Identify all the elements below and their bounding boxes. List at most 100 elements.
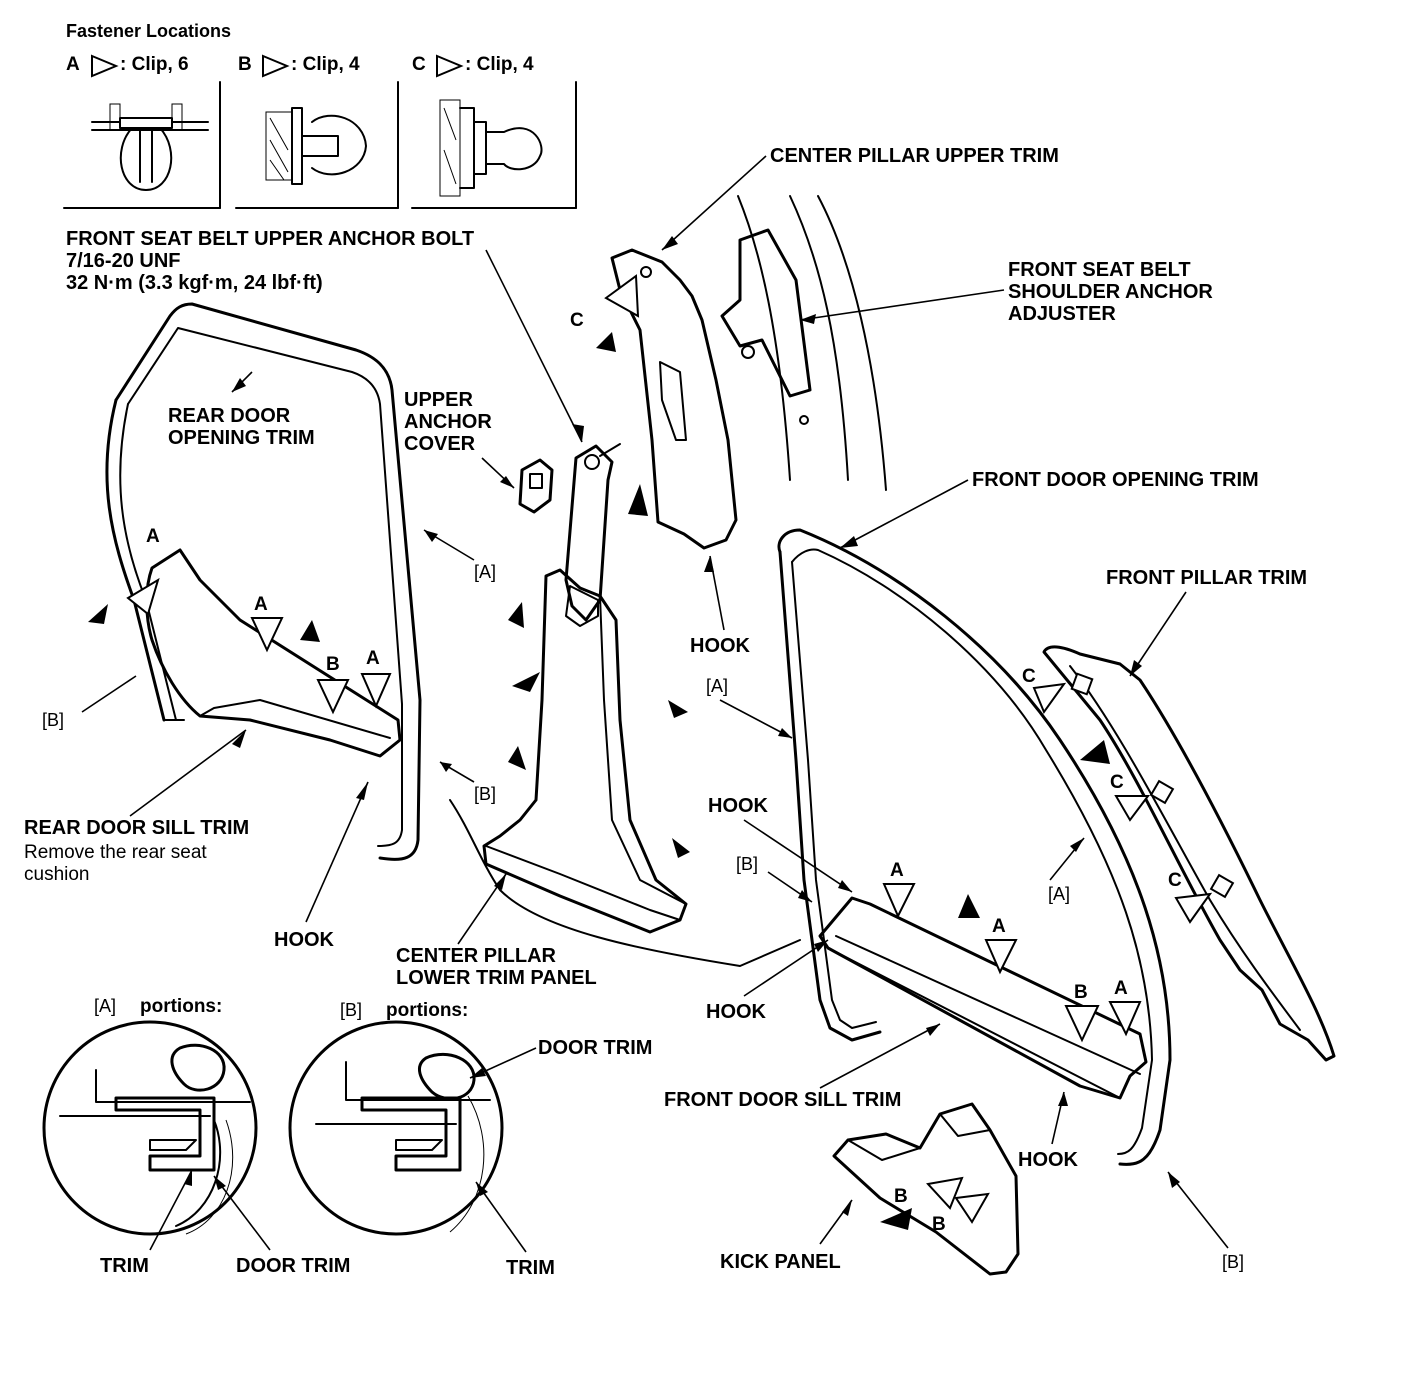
shoulder-adjuster-label-2: SHOULDER ANCHOR [1008, 281, 1213, 303]
front-sill-clip-a2-letter: A [992, 916, 1006, 937]
rear-door-opening-trim: REAR DOOR OPENING TRIM [105, 302, 422, 861]
fastener-b-letter: B [238, 54, 252, 75]
upper-anchor-cover: UPPER ANCHOR COVER [404, 389, 554, 514]
clip-b-triangle-icon [262, 54, 290, 78]
b-portions-detail: [B] portions: DOOR TRIM TRIM [288, 1000, 652, 1279]
front-pillar-clip-c2-letter: C [1110, 772, 1124, 793]
front-door-opening-trim: FRONT DOOR OPENING TRIM [A] [A] [B] [706, 469, 1259, 1272]
lower-panel-arrow-1-icon [508, 602, 524, 628]
upper-trim-clip-c-letter: C [570, 310, 584, 331]
front-sill-clip-b [1064, 1005, 1100, 1043]
bolt-callout-line-2: 7/16-20 UNF [66, 250, 181, 272]
front-pillar-clip-c1-letter: C [1022, 666, 1036, 687]
upper-trim-clip-c [604, 274, 640, 318]
kick-panel-removal-arrow-icon [880, 1208, 912, 1230]
fastener-c-letter: C [412, 54, 426, 75]
front-sill-hook-label: HOOK [1018, 1149, 1079, 1171]
rear-sill-clip-a2 [250, 617, 284, 653]
shoulder-adjuster-label-3: ADJUSTER [1008, 303, 1116, 325]
clip-c-detail-icon [439, 99, 543, 197]
rear-sill-clip-b-letter: B [326, 654, 340, 675]
rear-opening-callouts: [A] [B] [423, 529, 496, 804]
rear-sill-up-arrow-icon [300, 620, 320, 642]
center-pillar-upper-trim: C CENTER PILLAR UPPER TRIM [570, 145, 1059, 550]
upper-anchor-cover-label-3: COVER [404, 433, 476, 455]
front-door-sill-trim: A A B A HOOK [B] HOOK FRONT DOOR SILL TR… [664, 795, 1148, 1171]
rear-door-sill-trim-label: REAR DOOR SILL TRIM [24, 817, 249, 839]
center-pillar-lower-label-1: CENTER PILLAR [396, 945, 557, 967]
upper-hook: HOOK [690, 555, 751, 657]
front-sill-up-arrow-icon [958, 894, 980, 918]
kick-panel-label: KICK PANEL [720, 1251, 841, 1273]
fastener-a-text: : Clip, 6 [120, 54, 189, 75]
clip-c-triangle-icon [436, 54, 464, 78]
front-hook-lower-label: HOOK [706, 1001, 767, 1023]
upper-anchor-cover-label-1: UPPER [404, 389, 473, 411]
kick-panel-clip-b1-letter: B [894, 1186, 908, 1207]
rear-door-opening-trim-label-1: REAR DOOR [168, 405, 291, 427]
a-portions-door-trim-label: DOOR TRIM [236, 1255, 350, 1277]
upper-hook-label: HOOK [690, 635, 751, 657]
front-door-opening-trim-label: FRONT DOOR OPENING TRIM [972, 469, 1259, 491]
kick-panel-clip-b2-letter: B [932, 1214, 946, 1235]
rear-b-bracket: [B] [42, 710, 64, 730]
shoulder-anchor-adjuster: FRONT SEAT BELT SHOULDER ANCHOR ADJUSTER [720, 195, 1213, 491]
b-portions-trim-label: TRIM [506, 1257, 555, 1279]
a-portions-trim-label: TRIM [100, 1255, 149, 1277]
front-sill-clip-a3 [1108, 1001, 1142, 1037]
rear-sill-clip-a1 [126, 577, 160, 616]
rear-sill-removal-arrow-icon [88, 604, 108, 624]
a-portions-label: portions: [140, 996, 222, 1017]
rear-door-sill-note-1: Remove the rear seat [24, 842, 207, 863]
front-sill-clip-a1-letter: A [890, 860, 904, 881]
front-pillar-clip-c3-letter: C [1168, 870, 1182, 891]
rear-door-sill-trim: A A B A REAR DOOR SILL TRIM Remove the r… [24, 526, 402, 951]
bolt-callout-line-1: FRONT SEAT BELT UPPER ANCHOR BOLT [66, 228, 474, 250]
a-portions-detail: [A] portions: TRIM DOOR TRIM [42, 996, 350, 1277]
fastener-a-letter: A [66, 54, 80, 75]
a-portions-bracket: [A] [94, 996, 116, 1016]
belt-up-arrow-icon [628, 484, 648, 516]
front-sill-clip-a1 [882, 883, 916, 919]
b-portions-label: portions: [386, 1000, 468, 1021]
rear-hook-label: HOOK [274, 929, 335, 951]
front-pillar-trim: C C C FRONT PILLAR TRIM [1022, 567, 1336, 1062]
front-sill-clip-a3-letter: A [1114, 978, 1128, 999]
kick-panel-clip-b1 [926, 1176, 964, 1210]
front-a2-bracket: [A] [1048, 884, 1070, 904]
lower-panel-arrow-2-icon [512, 672, 540, 692]
fastener-locations-title: Fastener Locations [66, 21, 231, 41]
clip-b-detail-icon [265, 107, 367, 185]
seat-belt-anchor [564, 443, 648, 627]
b-portions-door-trim-label: DOOR TRIM [538, 1037, 652, 1059]
lower-panel-arrow-4-icon [668, 700, 688, 718]
front-pillar-removal-arrow-icon [1080, 740, 1110, 764]
front-door-sill-trim-label: FRONT DOOR SILL TRIM [664, 1089, 901, 1111]
upper-anchor-cover-label-2: ANCHOR [404, 411, 492, 433]
center-pillar-lower-label-2: LOWER TRIM PANEL [396, 967, 597, 989]
lower-panel-arrow-3-icon [508, 746, 526, 770]
upper-trim-removal-arrow-icon [596, 332, 616, 352]
b-portions-bracket: [B] [340, 1000, 362, 1020]
center-pillar-upper-trim-label: CENTER PILLAR UPPER TRIM [770, 145, 1059, 167]
rear-sill-clip-a3 [360, 673, 392, 709]
center-pillar-lower-trim-panel: CENTER PILLAR LOWER TRIM PANEL [396, 568, 801, 989]
front-pillar-clip-c1 [1032, 682, 1067, 715]
rear-door-sill-note-2: cushion [24, 864, 90, 885]
front-hook-upper-label: HOOK [708, 795, 769, 817]
front-b-bracket: [B] [1222, 1252, 1244, 1272]
fastener-c-text: : Clip, 4 [465, 54, 534, 75]
clip-a-detail-icon [91, 103, 209, 191]
front-sill-clip-a2 [984, 939, 1018, 975]
front-b2-bracket: [B] [736, 854, 758, 874]
front-a-bracket: [A] [706, 676, 728, 696]
rear-sill-clip-b [316, 679, 350, 715]
bolt-callout: FRONT SEAT BELT UPPER ANCHOR BOLT 7/16-2… [66, 228, 584, 443]
rear-door-opening-trim-label-2: OPENING TRIM [168, 427, 315, 449]
front-pillar-clip-c3 [1174, 892, 1213, 924]
rear-a-bracket: [A] [474, 562, 496, 582]
lower-panel-arrow-5-icon [672, 838, 690, 858]
kick-panel: B B KICK PANEL [720, 1102, 1020, 1276]
rear-b2-bracket: [B] [474, 784, 496, 804]
rear-sill-clip-a1-letter: A [146, 526, 160, 547]
